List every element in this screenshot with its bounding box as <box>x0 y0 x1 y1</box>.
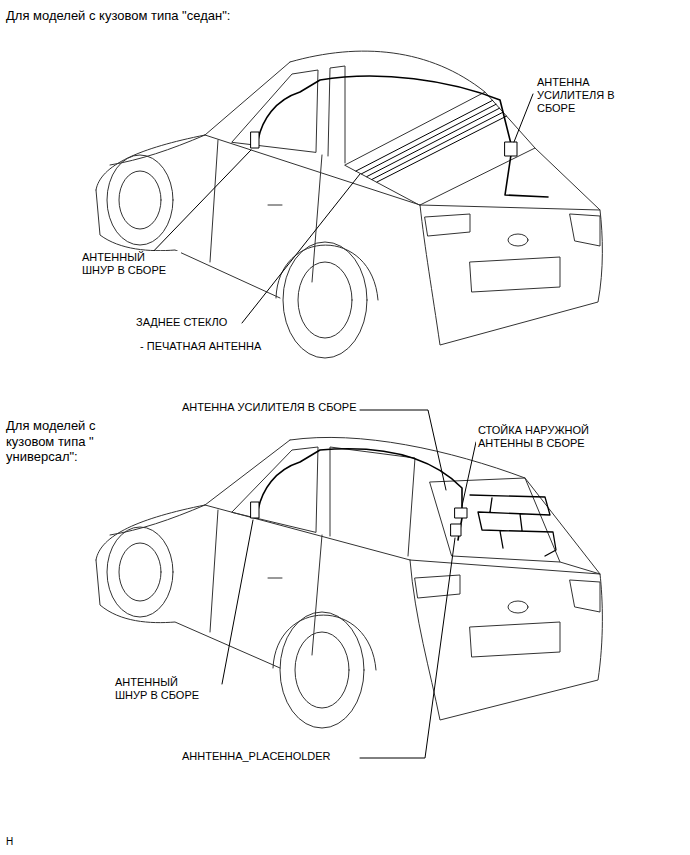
part-label: АННТЕННА_PLACEHOLDER <box>180 750 333 763</box>
part-label: АНТЕННЫЙ ШНУР В СБОРЕ <box>113 676 214 702</box>
part-label: СТОЙКА НАРУЖНОЙ АНТЕННЫ В СБОРЕ <box>476 424 608 450</box>
section-title: Для моделей с кузовом типа " универсал": <box>4 418 120 465</box>
part-label: - ПЕЧАТНАЯ АНТЕННА <box>138 340 263 353</box>
figure-code: H <box>4 836 15 848</box>
part-label: АНТЕННА УСИЛИТЕЛЯ В СБОРЕ <box>535 76 631 116</box>
part-label: АНТЕННА УСИЛИТЕЛЯ В СБОРЕ <box>180 401 359 414</box>
section-title: Для моделей с кузовом типа "седан": <box>4 8 232 24</box>
part-label: АНТЕННЫЙ ШНУР В СБОРЕ <box>80 251 181 277</box>
part-label: ЗАДНЕЕ СТЕКЛО <box>134 316 229 329</box>
